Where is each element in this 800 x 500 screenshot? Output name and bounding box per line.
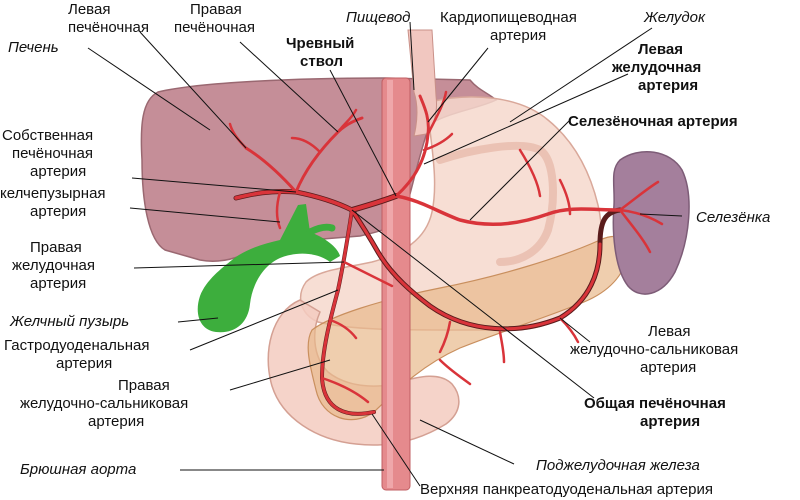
left-gastroepiploic-artery (350, 208, 602, 331)
label-celiac-trunk: Чревный ствол (286, 35, 359, 70)
celiac-trunk-artery (350, 194, 398, 212)
gallbladder-duct (306, 223, 336, 236)
label-spleen: Селезёнка (696, 209, 770, 226)
splenic-artery-vessel (394, 194, 622, 226)
label-splenic-artery: Селезёночная артерия (568, 113, 738, 130)
label-right-gastroepiploic-artery: Правая желудочно-сальниковая артерия (20, 377, 192, 430)
label-left-gastroepiploic-artery: Левая желудочно-сальниковая артерия (570, 323, 742, 376)
label-esophagus: Пищевод (346, 9, 410, 26)
gastroduodenal-artery-vessel (320, 208, 376, 416)
label-proper-hepatic-artery: Собственная печёночная артерия (2, 127, 97, 180)
right-gastric-artery-vessel (342, 260, 394, 288)
label-superior-pancreaticoduodenal-artery: Верхняя панкреатодуоденальная артерия (420, 481, 713, 498)
label-gallbladder: Желчный пузырь (9, 313, 129, 330)
label-common-hepatic-artery: Общая печёночная артерия (584, 395, 730, 430)
label-pancreas: Поджелудочная железа (536, 457, 700, 474)
spleen-shape (612, 151, 690, 295)
stomach-inner-fold (436, 141, 557, 266)
label-liver: Печень (8, 39, 59, 56)
label-cystic-artery: келчепузырная артерия (0, 185, 110, 220)
label-stomach: Желудок (643, 9, 706, 26)
label-gastroduodenal-artery: Гастродуоденальная артерия (4, 337, 154, 372)
left-hepatic-artery (244, 146, 298, 194)
label-abdominal-aorta: Брюшная аорта (20, 461, 136, 478)
label-cardio-esophageal-artery: Кардиопищеводная артерия (440, 9, 581, 44)
esophagus-shape (407, 29, 437, 137)
label-right-gastric-artery: Правая желудочная артерия (12, 239, 99, 292)
cystic-artery (275, 190, 282, 230)
label-left-gastric-artery: Левая желудочная артерия (611, 41, 705, 94)
label-left-hepatic-artery: Левая печёночная (68, 1, 149, 36)
leader-lines (87, 21, 683, 487)
label-right-hepatic-artery: Правая печёночная (174, 1, 255, 36)
arterial-tree (228, 90, 664, 416)
gallbladder-shape (197, 204, 340, 333)
